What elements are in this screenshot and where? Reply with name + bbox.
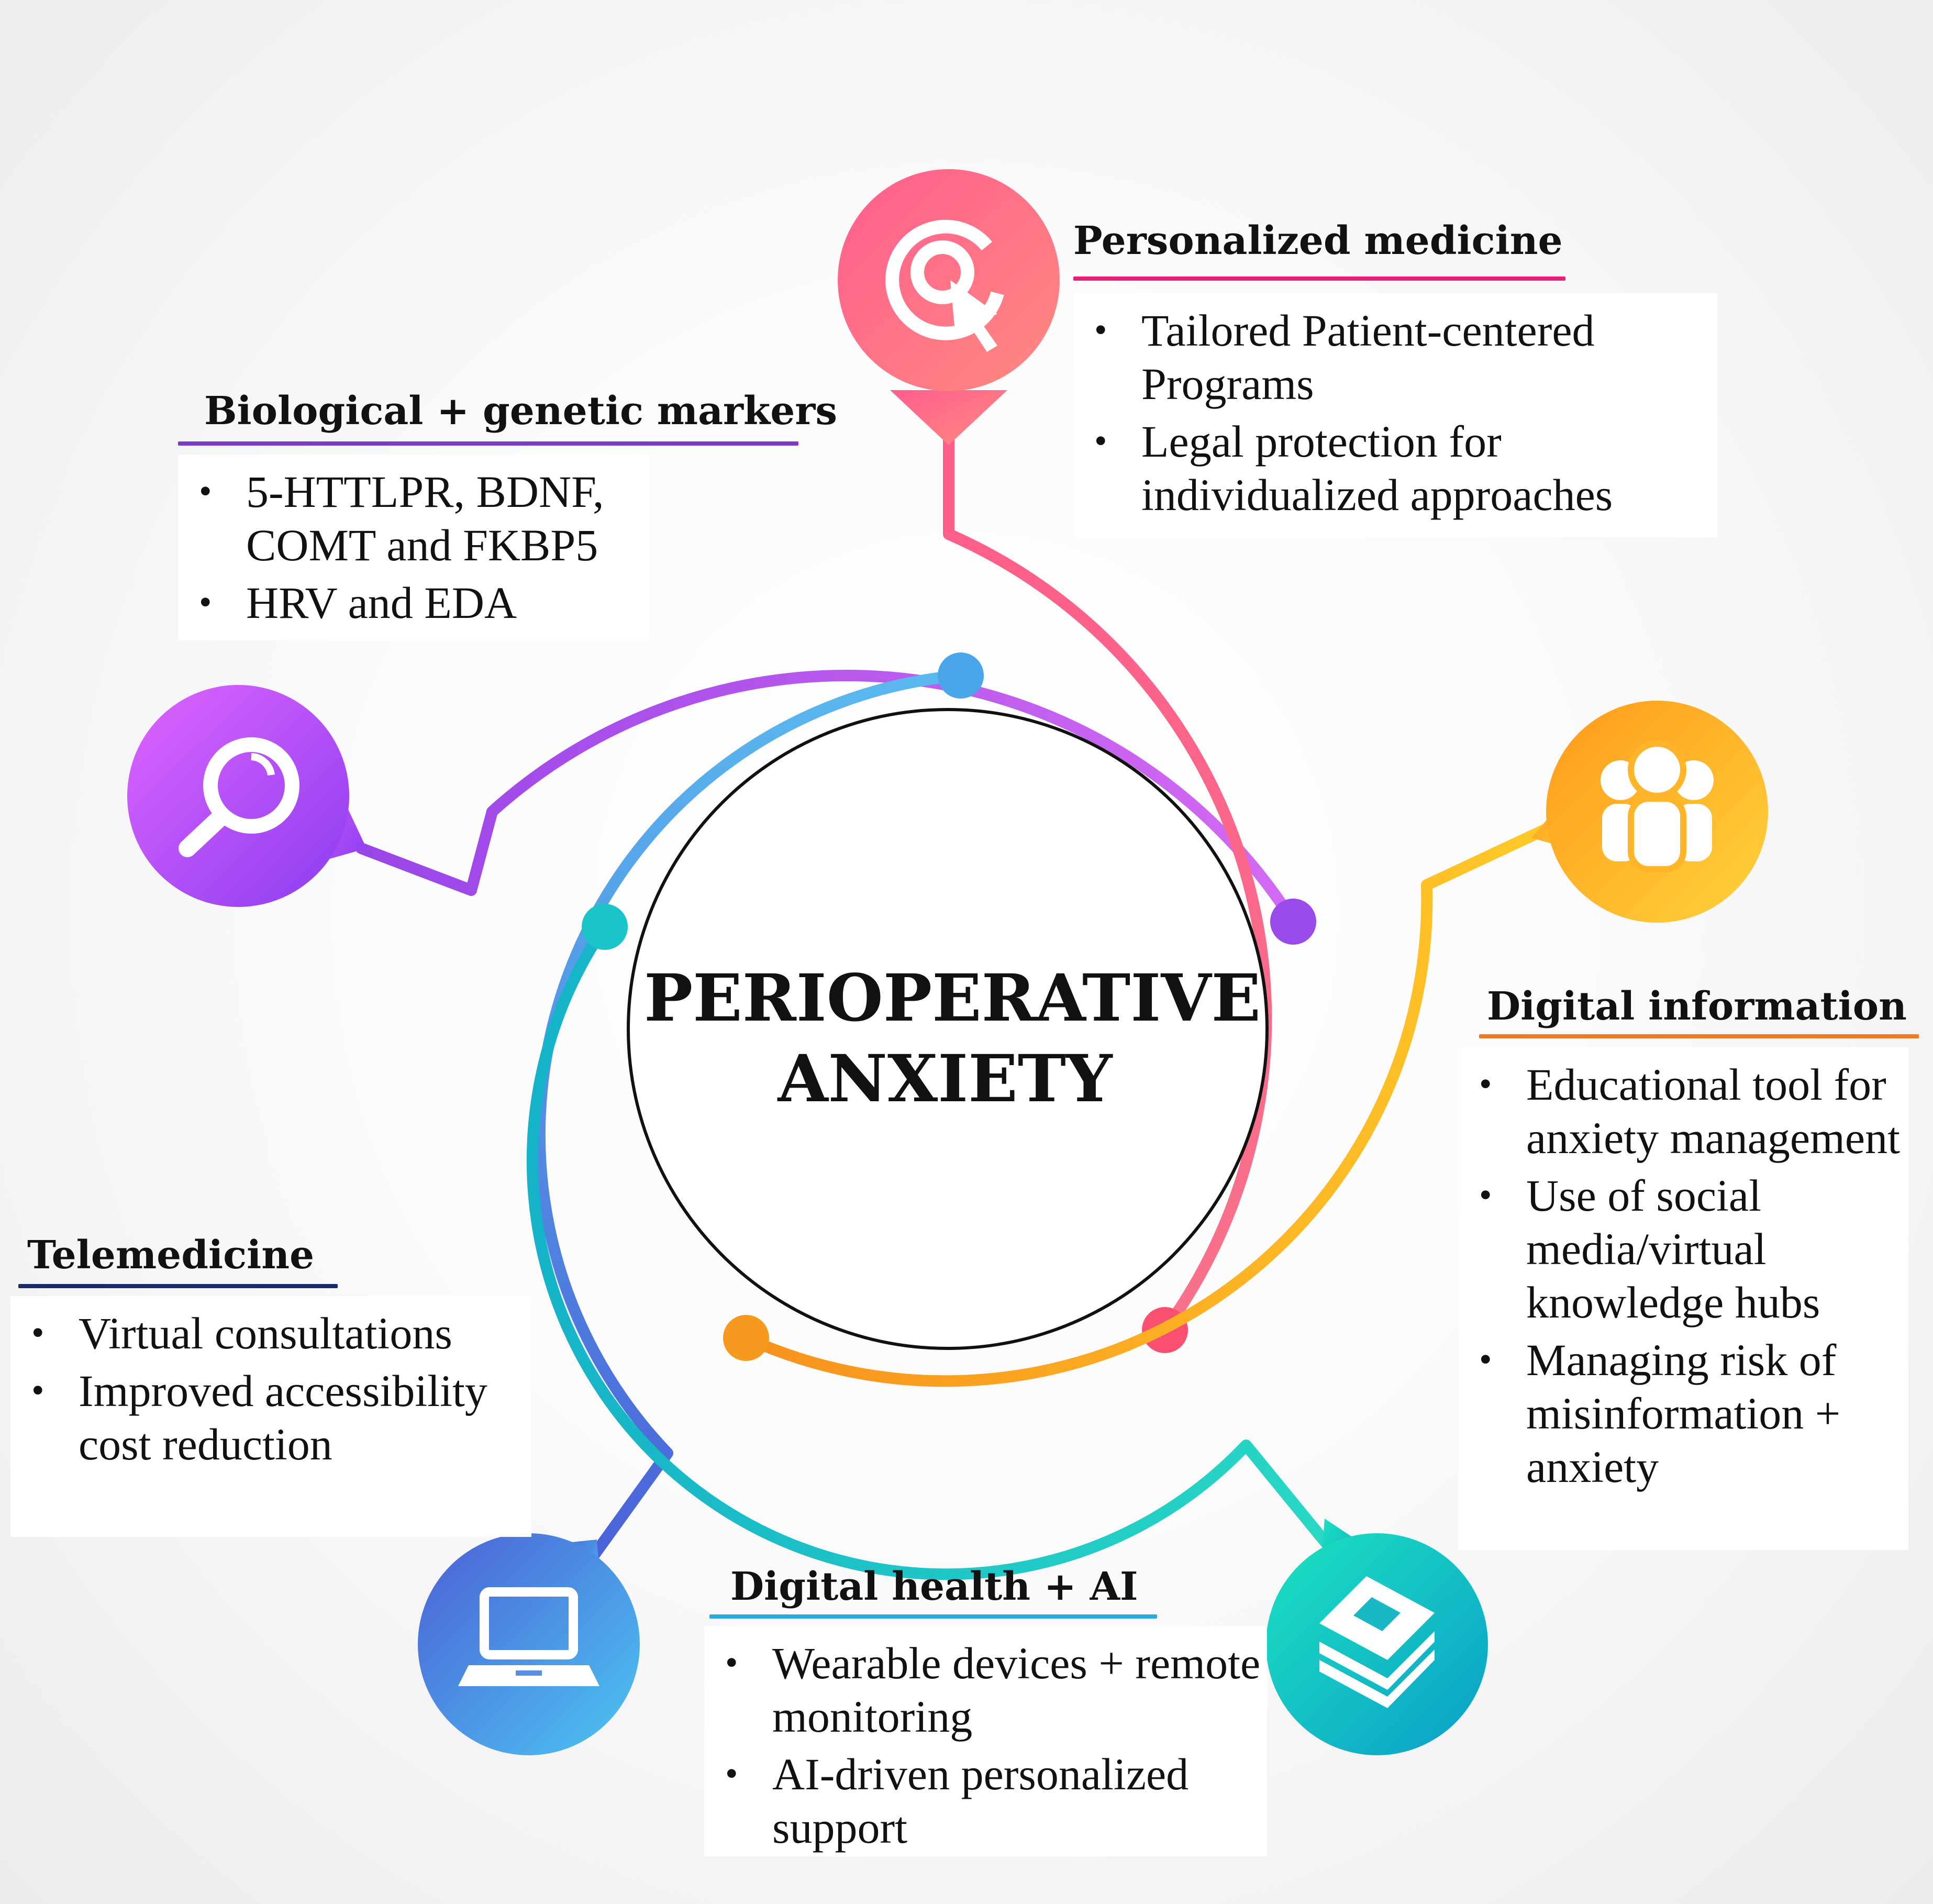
blue-arc (534, 670, 966, 1571)
center-title: PERIOPERATIVE ANXIETY (644, 958, 1261, 1120)
biological-pin (127, 685, 366, 907)
blue-arc-end-dot (938, 652, 984, 699)
digital-info-title: Digital information (1487, 984, 1907, 1029)
laptop-icon (458, 1587, 599, 1686)
teal-arc (526, 921, 1346, 1580)
biological-panel: •5-HTTLPR, BDNF, COMT and FKBP5 •HRV and… (178, 455, 649, 640)
orange-arc-end-dot (723, 1315, 769, 1361)
digital-info-panel: •Educational tool for anxiety management… (1458, 1047, 1908, 1550)
list-item: •HRV and EDA (199, 578, 517, 628)
personalized-bullets: •Tailored Patient-centered Programs •Leg… (1089, 304, 1712, 526)
telemedicine-title: Telemedicine (27, 1233, 315, 1278)
center-title-line1: PERIOPERATIVE (644, 960, 1261, 1036)
digital-health-panel: •Wearable devices + remote monitoring •A… (704, 1626, 1267, 1856)
personalized-underline (1073, 276, 1565, 281)
digital-health-pin (1266, 1519, 1488, 1755)
list-item: •AI-driven personalized support (725, 1749, 1189, 1853)
magnifier-icon (179, 737, 299, 857)
digital-health-underline (709, 1614, 1157, 1619)
list-item: •Improved accessibility cost reduction (31, 1366, 487, 1469)
personalized-pin (838, 169, 1060, 445)
center-circle (627, 708, 1269, 1350)
list-item: •Tailored Patient-centered Programs (1094, 305, 1595, 409)
digital-info-underline (1479, 1034, 1919, 1038)
biological-underline (178, 441, 798, 446)
personalized-title: Personalized medicine (1073, 218, 1563, 263)
telemedicine-pin (418, 1533, 640, 1755)
biological-title: Biological + genetic markers (204, 389, 838, 434)
telemedicine-panel: •Virtual consultations •Improved accessi… (10, 1296, 531, 1537)
list-item: •Legal protection for individualized app… (1094, 416, 1613, 520)
group-icon (1601, 740, 1714, 872)
digital-info-pin (1531, 701, 1768, 923)
telemedicine-bullets: •Virtual consultations •Improved accessi… (26, 1307, 497, 1475)
digital-health-title: Digital health + AI (730, 1564, 1138, 1609)
list-item: •Virtual consultations (31, 1308, 452, 1358)
digital-health-bullets: •Wearable devices + remote monitoring •A… (720, 1636, 1264, 1858)
digital-info-bullets: •Educational tool for anxiety management… (1474, 1058, 1903, 1498)
list-item: •Educational tool for anxiety management (1479, 1059, 1900, 1163)
center-title-line2: ANXIETY (777, 1041, 1113, 1117)
personalized-panel: •Tailored Patient-centered Programs •Leg… (1073, 293, 1717, 537)
target-cursor-icon (885, 219, 1004, 340)
biological-bullets: •5-HTTLPR, BDNF, COMT and FKBP5 •HRV and… (194, 465, 644, 634)
telemedicine-underline (18, 1284, 338, 1288)
pink-arc (943, 382, 1272, 1336)
purple-arc-end-dot (1270, 899, 1316, 945)
list-item: •Managing risk of misinformation + anxie… (1479, 1335, 1841, 1492)
stack-icon (1319, 1576, 1435, 1708)
list-item: •5-HTTLPR, BDNF, COMT and FKBP5 (199, 467, 604, 570)
list-item: •Use of social media/virtual knowledge h… (1479, 1170, 1820, 1327)
teal-arc-end-dot (582, 904, 628, 950)
list-item: •Wearable devices + remote monitoring (725, 1638, 1261, 1742)
orange-arc (740, 822, 1556, 1387)
